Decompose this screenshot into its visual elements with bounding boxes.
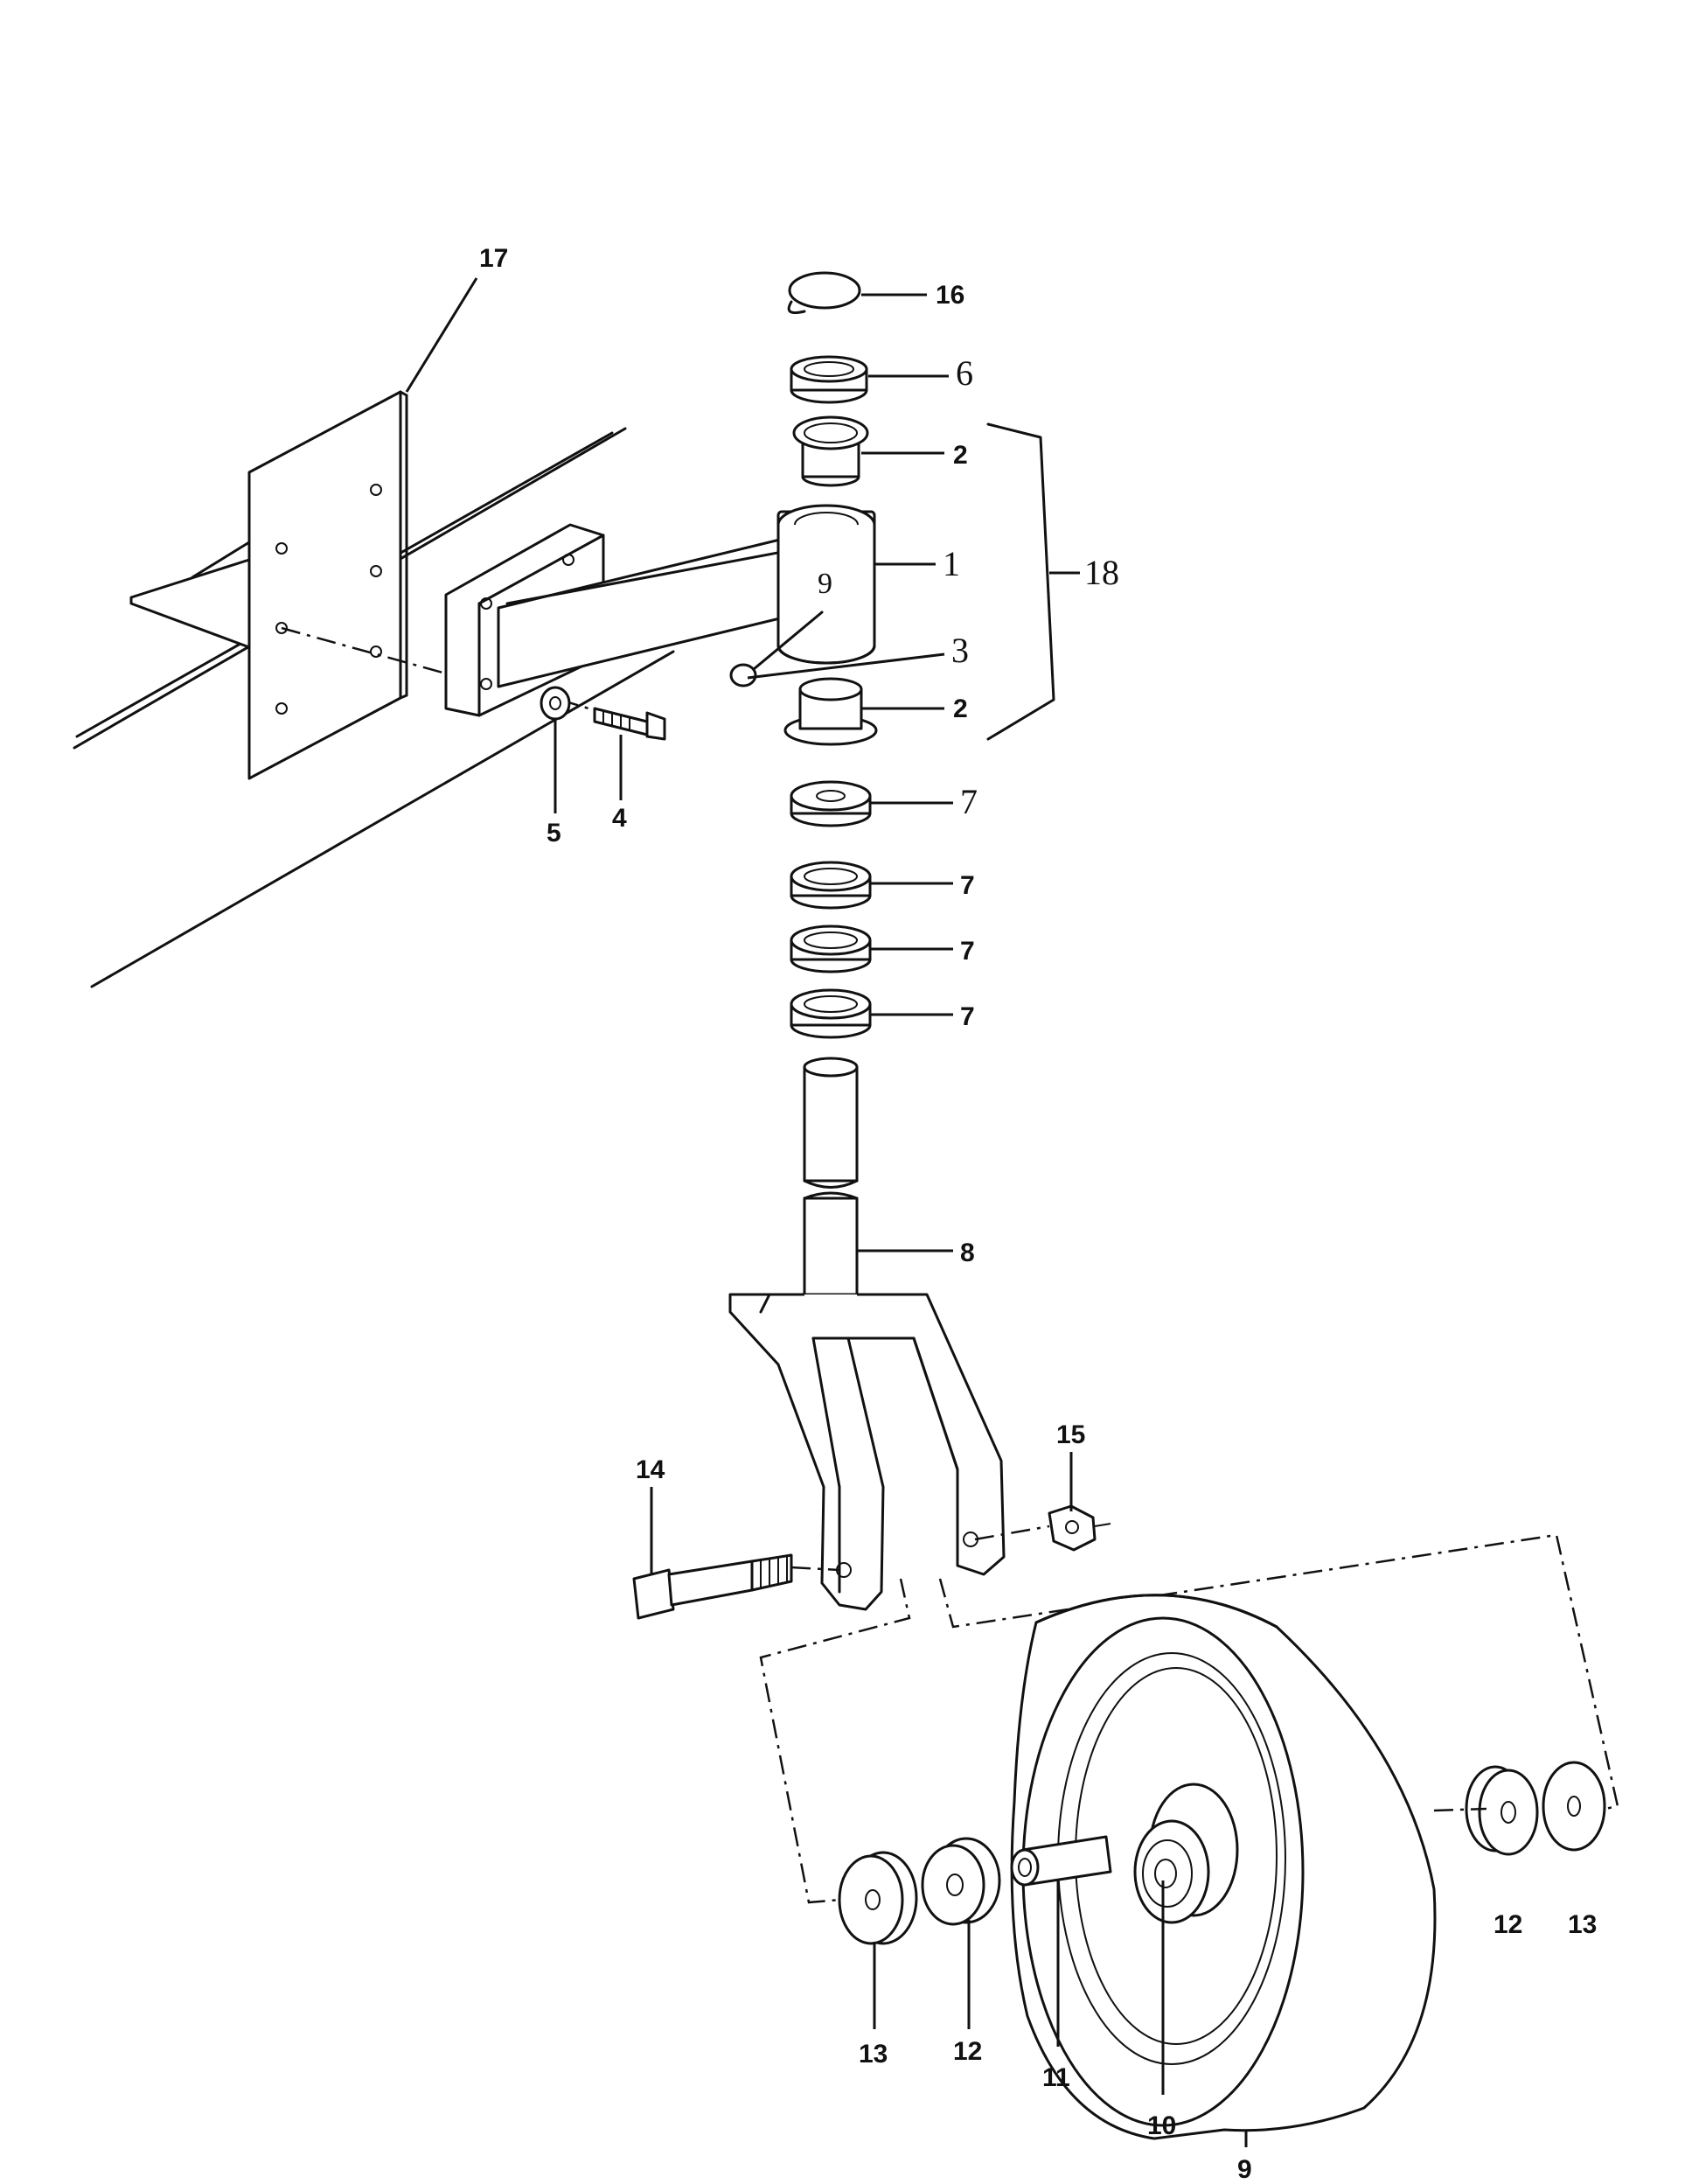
caster-arm: 9 xyxy=(444,504,876,717)
callout-16: 16 xyxy=(936,281,964,310)
callout-labels: 17 16 6 2 1 18 3 2 4 5 7 7 7 7 8 15 14 1… xyxy=(479,244,1597,2184)
callout-7-4: 7 xyxy=(960,1002,975,1031)
washer-right xyxy=(1542,1761,1606,1852)
callout-5: 5 xyxy=(547,819,561,848)
axle-line xyxy=(1433,1807,1487,1812)
wheel-hub xyxy=(1133,1783,1239,1924)
callout-3: 3 xyxy=(951,631,969,670)
leader-lines xyxy=(405,277,1248,2147)
callout-17: 17 xyxy=(479,244,508,273)
callout-9: 9 xyxy=(1237,2155,1252,2184)
bushing-upper xyxy=(792,415,869,487)
lock-nut xyxy=(974,1504,1111,1552)
callout-7-2: 7 xyxy=(960,871,975,900)
callout-4: 4 xyxy=(612,804,627,833)
thrust-washer-2 xyxy=(790,861,872,910)
bushing-lower xyxy=(783,677,878,746)
spacer-tube xyxy=(1010,1835,1112,1887)
lock-washer xyxy=(540,686,571,721)
thrust-washer-3 xyxy=(790,925,872,973)
callout-2-upper: 2 xyxy=(953,441,968,470)
thrust-washer-4 xyxy=(790,988,872,1039)
callout-13-left: 13 xyxy=(859,2040,888,2069)
callout-12-left: 12 xyxy=(953,2037,982,2066)
callout-6: 6 xyxy=(956,353,973,393)
collar xyxy=(790,355,868,404)
axle-bolt xyxy=(632,1553,840,1620)
callout-1: 1 xyxy=(943,544,960,583)
callout-13-right: 13 xyxy=(1568,1910,1597,1939)
snap-ring xyxy=(787,271,861,315)
grease-fitting xyxy=(729,611,824,687)
callout-8: 8 xyxy=(960,1239,975,1267)
callout-15: 15 xyxy=(1056,1420,1085,1449)
small-bolt xyxy=(559,698,666,741)
callout-14: 14 xyxy=(636,1455,665,1484)
callout-12-right: 12 xyxy=(1494,1910,1522,1939)
bearing-cap-right xyxy=(1465,1765,1539,1856)
washer-left xyxy=(838,1851,918,1945)
caster-fork xyxy=(728,1057,1006,1611)
thrust-washer-1 xyxy=(790,780,872,827)
svg-text:9: 9 xyxy=(818,568,832,600)
callout-10: 10 xyxy=(1147,2111,1176,2140)
callout-7-3: 7 xyxy=(960,937,975,966)
callout-7-1: 7 xyxy=(960,782,978,821)
mounting-plate xyxy=(247,390,447,780)
bearing-cap-left xyxy=(921,1837,1001,1926)
assembly-bracket xyxy=(986,422,1055,741)
callout-2-lower: 2 xyxy=(953,694,968,723)
callout-18: 18 xyxy=(1084,553,1119,592)
callout-11: 11 xyxy=(1042,2063,1070,2092)
